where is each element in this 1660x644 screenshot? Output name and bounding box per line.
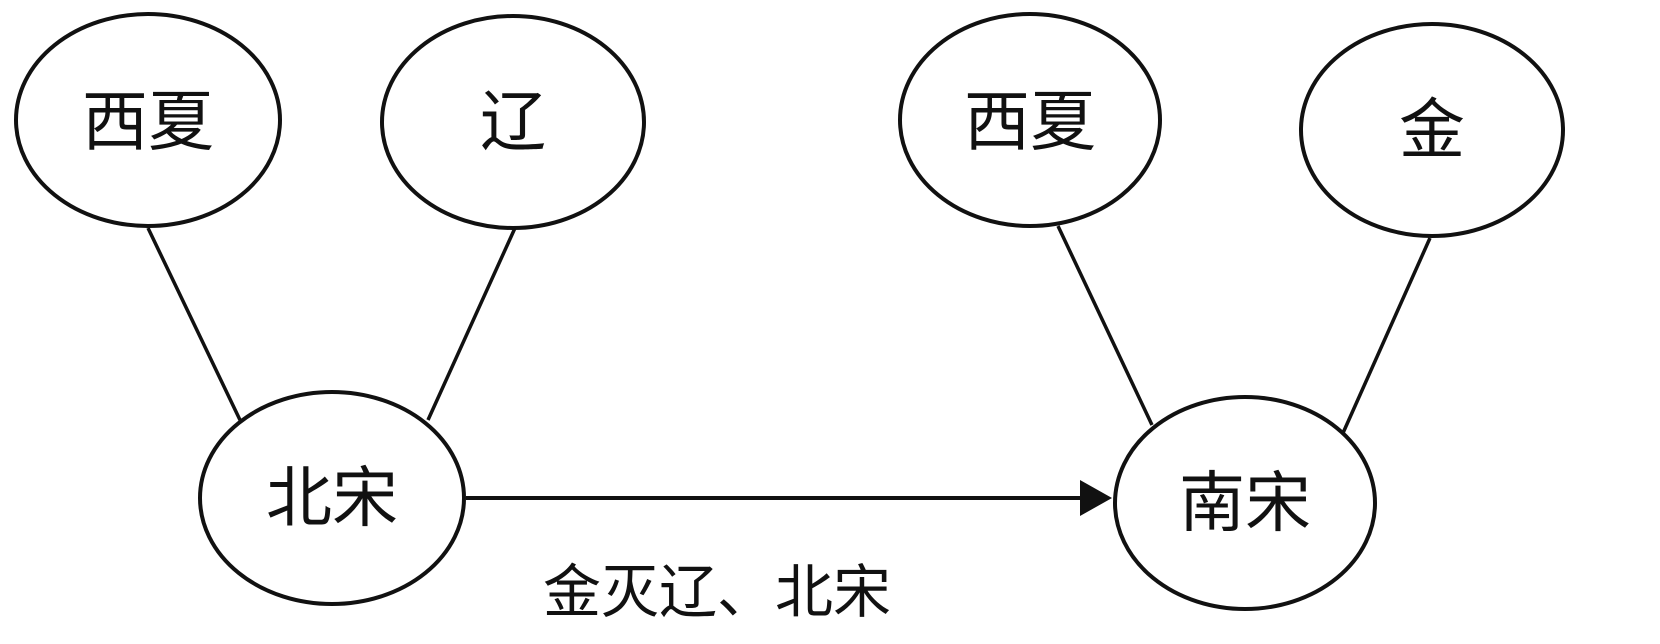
node-nansong: 南宋 <box>1113 395 1377 611</box>
connector-xixia-beisong <box>146 227 242 421</box>
node-xixia-right: 西夏 <box>898 12 1162 228</box>
node-label-jin: 金 <box>1399 92 1465 169</box>
node-liao: 辽 <box>380 14 646 230</box>
node-label-xixia-right: 西夏 <box>964 84 1096 161</box>
transition-label: 金灭辽、北宋 <box>543 558 891 626</box>
node-jin: 金 <box>1299 22 1565 238</box>
node-beisong: 北宋 <box>198 390 466 606</box>
node-label-nansong: 南宋 <box>1179 465 1311 542</box>
connector-liao-beisong <box>426 227 517 421</box>
node-label-liao: 辽 <box>480 84 546 161</box>
node-label-beisong: 北宋 <box>266 460 398 537</box>
connector-xixia-nansong <box>1056 225 1154 426</box>
node-label-xixia-left: 西夏 <box>82 84 214 161</box>
node-xixia-left: 西夏 <box>14 12 282 228</box>
transition-arrowhead <box>1080 480 1112 516</box>
connector-jin-nansong <box>1341 237 1432 434</box>
